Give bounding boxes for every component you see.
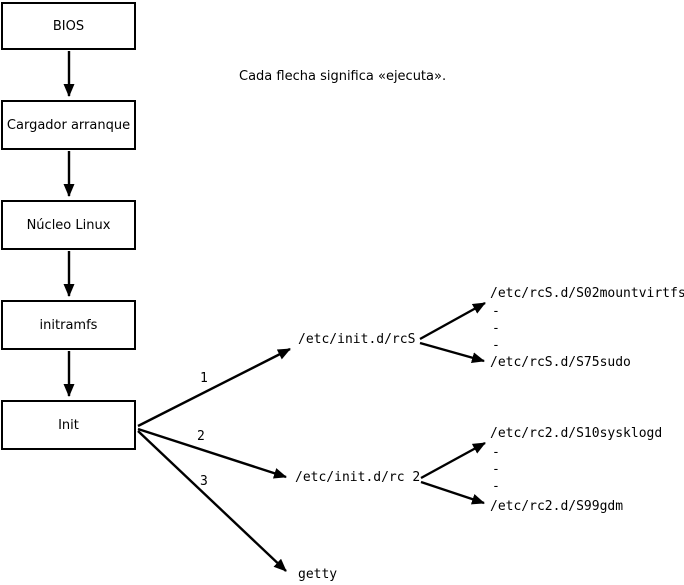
path-rc2-s99gdm: /etc/rc2.d/S99gdm (490, 499, 624, 514)
arrow-rcs-to-s75 (419, 341, 485, 364)
box-init: Init (1, 400, 136, 450)
arrow-rc2-to-s99 (420, 480, 485, 505)
legend-note: Cada flecha significa «ejecuta». (239, 69, 447, 84)
path-rcs-s75sudo: /etc/rcS.d/S75sudo (490, 355, 631, 370)
branch-label-1: 1 (200, 371, 208, 386)
path-rcs-s02mountvirtfs: /etc/rcS.d/S02mountvirtfs (490, 286, 684, 301)
box-initramfs-label: initramfs (39, 317, 98, 333)
arrow-init-to-rcs (137, 347, 291, 428)
arrow-rc2-to-s10 (420, 441, 486, 480)
arrow-init-to-rc2 (137, 427, 287, 479)
arrow-init-to-getty (137, 430, 287, 572)
box-init-label: Init (58, 417, 79, 433)
box-bios: BIOS (1, 2, 136, 50)
ellipsis-rc2: - - - (492, 445, 500, 494)
arrow-rcs-to-s02 (419, 301, 486, 341)
branch-label-2: 2 (197, 429, 205, 444)
box-bios-label: BIOS (52, 18, 85, 34)
box-cargador-arranque-label: Cargador arranque (6, 117, 131, 133)
branch-label-3: 3 (200, 474, 208, 489)
path-init-d-rcs: /etc/init.d/rcS (298, 332, 416, 347)
box-initramfs: initramfs (1, 300, 136, 350)
box-cargador-arranque: Cargador arranque (1, 100, 136, 150)
path-getty: getty (298, 567, 338, 582)
box-nucleo-linux: Núcleo Linux (1, 200, 136, 250)
path-rc2-s10sysklogd: /etc/rc2.d/S10sysklogd (490, 426, 663, 441)
box-nucleo-linux-label: Núcleo Linux (26, 217, 111, 233)
ellipsis-rcs: - - - (492, 304, 500, 353)
path-init-d-rc2: /etc/init.d/rc 2 (295, 470, 421, 485)
